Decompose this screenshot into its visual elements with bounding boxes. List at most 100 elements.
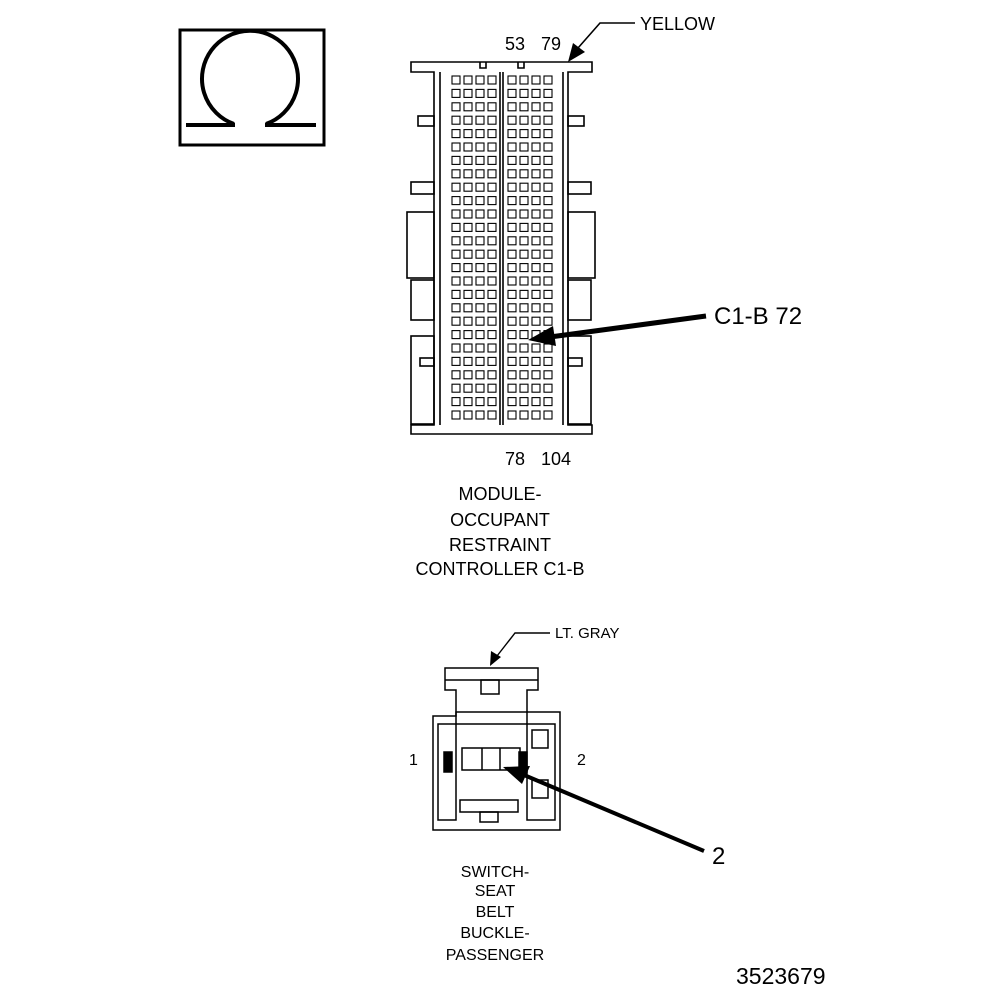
pin-cavity [451, 370, 461, 380]
pin-cavity [487, 222, 497, 232]
pin-cavity [487, 142, 497, 152]
pin-cavity [507, 410, 517, 420]
c1b-title-line: RESTRAINT [449, 535, 551, 555]
pin-cavity [475, 249, 485, 259]
pin-cavity [543, 276, 553, 286]
pin-cavity [507, 289, 517, 299]
pin-cavity [531, 196, 541, 206]
pin-cavity [543, 115, 553, 125]
pin-cavity [519, 263, 529, 273]
pin-cavity [543, 142, 553, 152]
pin-cavity [487, 330, 497, 340]
pin-cavity [451, 276, 461, 286]
pin-cavity [475, 410, 485, 420]
pin-cavity [507, 236, 517, 246]
pin-cavity [451, 263, 461, 273]
pin-cavity [451, 343, 461, 353]
pin-cavity [519, 142, 529, 152]
pin-cavity [475, 316, 485, 326]
pin-cavity [475, 115, 485, 125]
pin-cavity [543, 102, 553, 112]
pin-cavity [531, 236, 541, 246]
pin-cavity [543, 289, 553, 299]
pin-cavity [487, 169, 497, 179]
pin-cavity [531, 410, 541, 420]
pin-cavity [463, 289, 473, 299]
pin-cavity [519, 222, 529, 232]
pin-cavity [463, 129, 473, 139]
pin-cavity [463, 169, 473, 179]
pin-cavity [531, 356, 541, 366]
pin-cavity [519, 356, 529, 366]
pin-cavity [451, 383, 461, 393]
pin-cavity [543, 196, 553, 206]
pin-cavity [463, 75, 473, 85]
pin-cavity [531, 88, 541, 98]
pin-cavity [475, 303, 485, 313]
pin-cavity [507, 263, 517, 273]
pin-cavity [451, 155, 461, 165]
pin-cavity [519, 236, 529, 246]
switch-callout-label: 2 [712, 843, 725, 870]
pin-cavity [463, 263, 473, 273]
pin-cavity [519, 316, 529, 326]
pin-cavity [487, 289, 497, 299]
pin-cavity [507, 115, 517, 125]
c1b-title-line: OCCUPANT [450, 510, 550, 530]
figure-number: 3523679 [736, 963, 826, 989]
pin-cavity [475, 88, 485, 98]
pin-cavity [463, 343, 473, 353]
pin-cavity [451, 249, 461, 259]
pin-cavity [531, 102, 541, 112]
pin-cavity [475, 236, 485, 246]
pin-cavity [487, 356, 497, 366]
pin-cavity [531, 75, 541, 85]
c1b-title-line: MODULE- [458, 484, 541, 504]
pin-cavity [531, 249, 541, 259]
pin-cavity [487, 397, 497, 407]
pin-cavity [487, 129, 497, 139]
pin-cavity [487, 88, 497, 98]
pin-cavity [463, 397, 473, 407]
pin-cavity [519, 303, 529, 313]
pin-cavity [451, 209, 461, 219]
c1b-color-leader [568, 22, 635, 62]
pin-cavity [543, 303, 553, 313]
switch-color-label: LT. GRAY [555, 625, 619, 642]
pin-cavity [475, 370, 485, 380]
switch-pin-2-label: 2 [577, 752, 586, 769]
c1b-title-line: CONTROLLER C1-B [415, 559, 584, 579]
pin-cavity [519, 88, 529, 98]
pin-cavity [543, 222, 553, 232]
pin-cavity [475, 397, 485, 407]
c1b-pin-104-label: 104 [541, 449, 571, 469]
pin-cavity [487, 303, 497, 313]
switch-pin-1-label: 1 [409, 752, 418, 769]
pin-cavity [531, 169, 541, 179]
pin-cavity [463, 330, 473, 340]
pin-cavity [519, 169, 529, 179]
pin-cavity [451, 75, 461, 85]
pin-cavity [487, 102, 497, 112]
pin-cavity [543, 249, 553, 259]
pin-cavity [463, 102, 473, 112]
pin-cavity [507, 330, 517, 340]
pin-cavity [531, 303, 541, 313]
pin-cavity [543, 410, 553, 420]
pin-cavity [543, 129, 553, 139]
pin-cavity [487, 115, 497, 125]
pin-cavity [475, 343, 485, 353]
pin-cavity [519, 370, 529, 380]
pin-cavity [519, 209, 529, 219]
switch-title-line: BUCKLE- [460, 925, 529, 942]
pin-cavity [543, 370, 553, 380]
pin-cavity [507, 356, 517, 366]
pin-cavity [463, 249, 473, 259]
pin-cavity [487, 182, 497, 192]
pin-cavity [543, 343, 553, 353]
pin-cavity [507, 383, 517, 393]
pin-cavity [507, 343, 517, 353]
switch-title-line: SEAT [475, 883, 516, 900]
pin-cavity [463, 410, 473, 420]
